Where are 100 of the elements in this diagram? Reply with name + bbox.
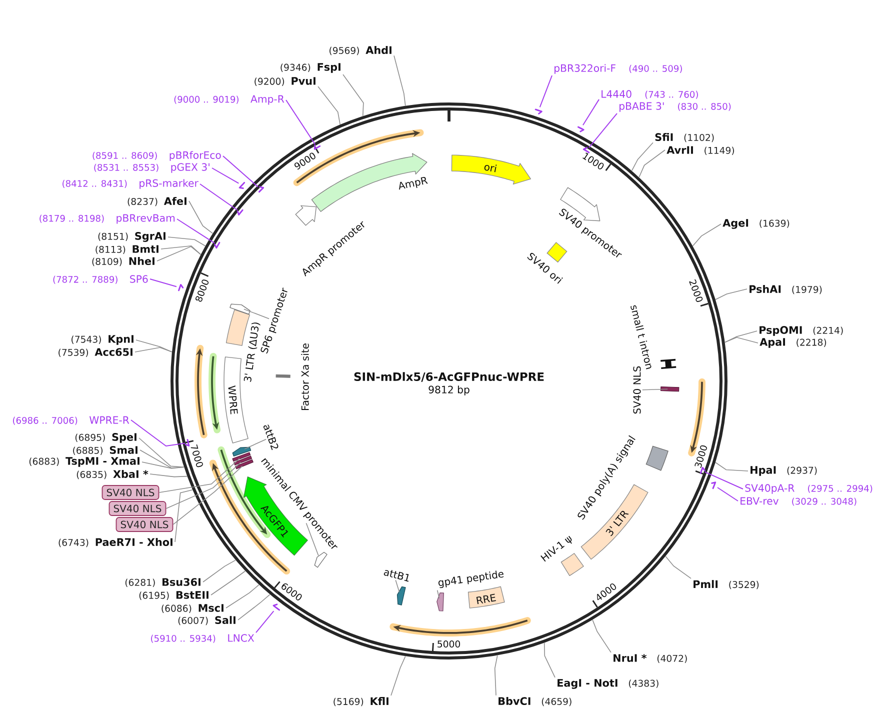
- leader-line: [222, 156, 258, 188]
- leader-line: [176, 218, 216, 244]
- site-position: (6895): [75, 434, 105, 442]
- primer-site: [184, 439, 190, 446]
- leader-line: [134, 347, 172, 352]
- site-position: (9569): [330, 46, 359, 56]
- site-label: KflI: [370, 697, 388, 705]
- primer-position: (6986 .. 7006): [13, 416, 78, 425]
- primer-label: pGEX 3': [171, 163, 210, 173]
- leader-line: [130, 420, 186, 447]
- primer-label: Amp-R: [250, 95, 284, 105]
- leader-line: [544, 642, 556, 678]
- primer-site: [711, 482, 716, 490]
- primer-site: [178, 284, 184, 292]
- feature-tag: SV40 NLS: [102, 485, 160, 500]
- site-label: Bsu36I: [162, 578, 200, 586]
- site-label: SpeI: [112, 433, 136, 443]
- leader-line: [715, 288, 748, 300]
- tick-label: 2000: [689, 279, 703, 302]
- site-position: (6743): [58, 538, 88, 548]
- primer-label: pBABE 3': [620, 102, 664, 112]
- leader-line: [212, 168, 240, 184]
- site-label: PmlI: [694, 580, 718, 588]
- site-label: NruI *: [614, 654, 647, 662]
- leader-line: [632, 142, 654, 172]
- feature-label: attB2: [263, 424, 278, 450]
- site-position: (1979): [792, 286, 822, 294]
- primer-position: (8179 .. 8198): [40, 214, 104, 223]
- site-label: NheI: [129, 256, 154, 266]
- site-position: (4072): [657, 654, 687, 664]
- primer-label: SV40pA-R: [745, 484, 794, 494]
- leader-line: [588, 112, 618, 148]
- site-label: XbaI *: [113, 470, 148, 478]
- primer-position: (7872 .. 7889): [53, 276, 118, 284]
- leader-line: [256, 610, 274, 634]
- site-position: (8113): [96, 246, 126, 254]
- leader-line: [142, 462, 184, 469]
- plasmid-size: 9812 bp: [428, 386, 470, 396]
- feature-bar: [235, 459, 254, 470]
- leader-line: [156, 246, 202, 262]
- leader-line: [665, 556, 692, 579]
- leader-line: [202, 560, 236, 582]
- primer-label: EBV-rev: [740, 497, 779, 505]
- leader-line: [494, 655, 498, 696]
- leader-line: [539, 75, 552, 108]
- site-label: SalI: [215, 616, 236, 624]
- tick-label: 8000: [195, 280, 209, 302]
- site-label: AhdI: [366, 46, 392, 54]
- leader-line: [166, 462, 242, 509]
- leader-line: [174, 490, 193, 542]
- feature-label: 3' LTR (ΔU3): [244, 322, 260, 382]
- leader-line: [704, 471, 744, 490]
- site-label: AfeI: [164, 196, 186, 206]
- feature-marker: [232, 446, 252, 456]
- primer-label: pBR322ori-F: [554, 64, 616, 74]
- leader-line: [244, 308, 270, 320]
- primer-label: pRS-marker: [140, 179, 198, 189]
- site-label: PvuI: [292, 77, 316, 85]
- site-label: KpnI: [108, 335, 134, 345]
- site-label: AgeI: [722, 219, 748, 229]
- site-position: (5169): [334, 698, 364, 706]
- tick-label: 3000: [694, 445, 707, 468]
- site-position: (9200): [254, 78, 284, 86]
- leader-line: [188, 200, 213, 234]
- site-position: (1102): [684, 134, 714, 142]
- leader-line: [394, 55, 406, 106]
- leader-line: [160, 245, 202, 255]
- primer-position: (8531 .. 8553): [94, 164, 158, 172]
- site-label: PaeR7I - XhoI: [96, 538, 172, 546]
- leader-line: [244, 438, 266, 450]
- primer-position: (490 .. 509): [629, 64, 682, 73]
- feature-label: 3' LTR: [606, 510, 629, 536]
- leader-line: [724, 330, 758, 343]
- feature-label: SV40 NLS: [633, 366, 641, 414]
- primer-label: SP6: [130, 275, 148, 283]
- site-position: (8237): [128, 198, 158, 206]
- site-label: BmtI: [132, 245, 158, 253]
- primer-position: (8412 .. 8431): [62, 180, 127, 188]
- leader-line: [582, 98, 600, 126]
- site-position: (8109): [92, 258, 122, 266]
- leader-line: [210, 570, 246, 596]
- site-position: (3529): [729, 580, 759, 590]
- primer-label: L4440: [602, 90, 632, 98]
- site-position: (8151): [98, 232, 128, 241]
- feature-label: attB1: [384, 570, 409, 582]
- site-position: (4383): [628, 680, 658, 688]
- site-label: TspMI - XmaI: [66, 457, 140, 467]
- feature-label: gp41 peptide: [438, 570, 504, 588]
- leader-line: [286, 100, 316, 145]
- leader-line: [172, 466, 243, 525]
- site-label: BstEII: [176, 591, 208, 599]
- feature-label: ori: [484, 164, 497, 172]
- site-position: (1639): [760, 220, 790, 228]
- feature-tag: SV40 NLS: [116, 517, 174, 532]
- tick-label: 5000: [438, 640, 460, 648]
- feature-label: AmpR: [399, 177, 428, 190]
- feature-marker: [314, 552, 328, 568]
- site-label: SfiI: [655, 132, 673, 142]
- plasmid-name: SIN-mDlx5/6-AcGFPnuc-WPRE: [354, 372, 544, 382]
- site-label: SmaI: [110, 446, 138, 454]
